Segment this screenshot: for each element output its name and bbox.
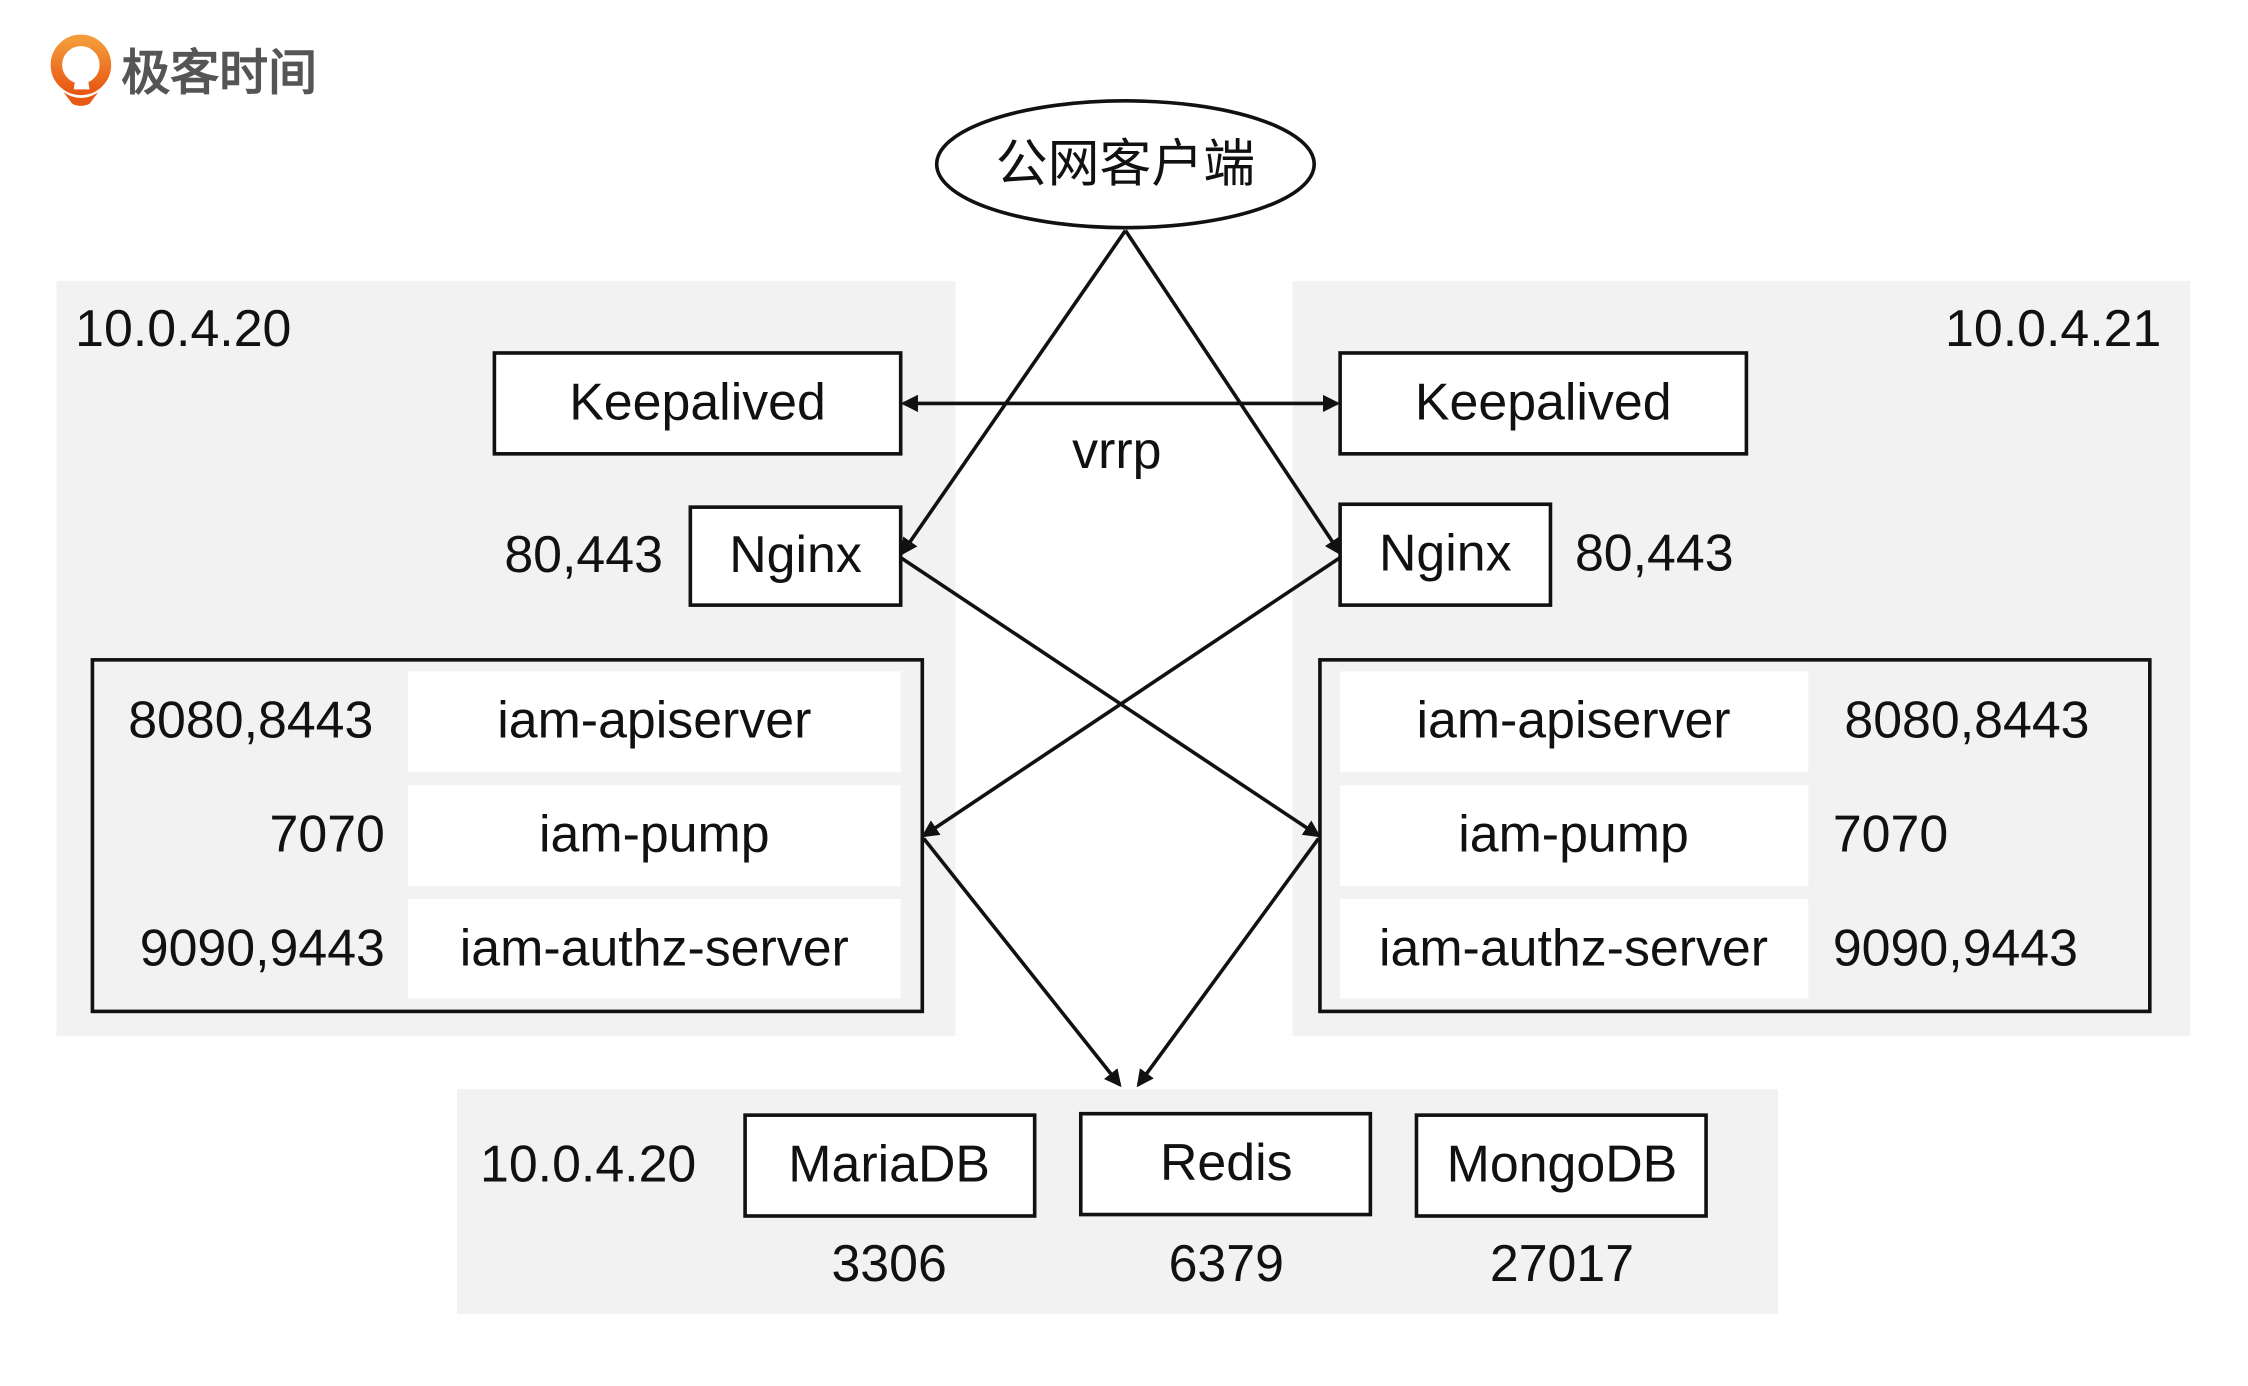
service-name: iam-pump [1458, 804, 1689, 862]
service-ports: 8080,8443 [1844, 691, 2089, 749]
service-name: iam-authz-server [460, 918, 849, 976]
connections: vrrp [899, 229, 1342, 1088]
db-name: MariaDB [788, 1134, 990, 1192]
db-port: 3306 [831, 1234, 946, 1292]
db-port: 6379 [1169, 1234, 1284, 1292]
storage-ip: 10.0.4.20 [480, 1134, 696, 1192]
logo-text: 极客时间 [121, 46, 317, 100]
vrrp-label: vrrp [1072, 421, 1161, 479]
right-nginx: Nginx [1379, 524, 1512, 582]
left-services-to-storage-arrow [922, 837, 1122, 1088]
left-keepalived: Keepalived [569, 372, 826, 430]
left-nginx: Nginx [729, 525, 862, 583]
right-keepalived: Keepalived [1415, 372, 1672, 430]
right-server: 10.0.4.21 Keepalived Nginx 80,443 iam-ap… [1292, 280, 2191, 1036]
left-server: 10.0.4.20 Keepalived Nginx 80,443 iam-ap… [56, 280, 956, 1036]
db-name: MongoDB [1447, 1134, 1678, 1192]
service-name: iam-pump [539, 804, 770, 862]
right-nginx-ports: 80,443 [1575, 524, 1734, 582]
service-ports: 8080,8443 [128, 691, 373, 749]
right-services-to-storage-arrow [1136, 837, 1320, 1088]
db-name: Redis [1160, 1133, 1293, 1191]
right-ip: 10.0.4.21 [1945, 299, 2161, 357]
client-to-left-nginx-arrow [900, 229, 1127, 556]
service-name: iam-apiserver [1416, 691, 1730, 749]
storage-server: 10.0.4.20 MariaDB Redis MongoDB 3306 637… [456, 1089, 1779, 1314]
service-name: iam-apiserver [497, 691, 811, 749]
service-ports: 9090,9443 [1833, 918, 2078, 976]
left-nginx-to-right-services-arrow [899, 556, 1321, 838]
right-nginx-to-left-services-arrow [921, 556, 1342, 838]
service-ports: 9090,9443 [140, 918, 385, 976]
logo: 极客时间 [50, 34, 317, 106]
service-ports: 7070 [1833, 804, 1948, 862]
service-name: iam-authz-server [1379, 918, 1768, 976]
left-nginx-ports: 80,443 [504, 525, 663, 583]
public-client: 公网客户端 [934, 99, 1316, 230]
db-port: 27017 [1490, 1234, 1634, 1292]
service-ports: 7070 [270, 804, 385, 862]
left-ip: 10.0.4.20 [75, 299, 291, 357]
client-to-right-nginx-arrow [1123, 229, 1342, 556]
svg-text:公网客户端: 公网客户端 [996, 135, 1255, 193]
logo-icon [50, 34, 112, 106]
